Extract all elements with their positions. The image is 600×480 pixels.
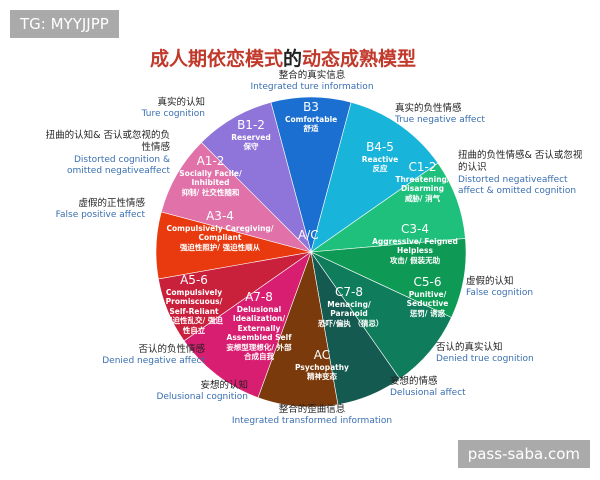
outer-label-zh: 否认的负性情感 (138, 344, 205, 355)
segment-code: AC (313, 348, 331, 362)
outer-label-en: Delusional cognition (156, 392, 248, 403)
segment-code: B3 (303, 100, 319, 114)
segment-en: Compulsively Promiscuous/ Self-Reliant (165, 288, 223, 316)
segment-b1-2 (200, 101, 312, 254)
segment-en: Punitive/ Seductive (406, 290, 449, 309)
segment-code: C1-2 (408, 160, 437, 174)
outer-label-zh: 妄想的情感 (390, 376, 438, 387)
segment-code: C3-4 (401, 222, 429, 236)
segment-en: Delusional Idealization/ Externally Asse… (226, 305, 292, 343)
outer-label-en: Distorted cognition & omitted negativeaf… (66, 154, 170, 177)
segment-zh: 惩罚/ 诱惑 (409, 308, 446, 318)
outer-label-en: True negative affect (395, 115, 485, 126)
outer-label-zh: 虚假的认知 (466, 276, 514, 287)
segment-code: B1-2 (237, 118, 265, 132)
segment-en: Aggressive/ Feigned Helpless (372, 237, 458, 256)
outer-label-zh: 虚假的正性情感 (78, 198, 145, 209)
segment-en: Socially Facile/ Inhibited (179, 169, 242, 188)
outer-label-en: False positive affect (55, 210, 145, 221)
segment-zh: 威胁/ 消气 (404, 193, 441, 203)
segment-zh: 保守 (243, 142, 259, 152)
outer-label-en: Delusional affect (390, 388, 466, 399)
segment-code: C7-8 (335, 285, 363, 299)
watermark-bottom-right: pass-saba.com (457, 440, 590, 468)
segment-zh: 攻击/ 假装无助 (389, 255, 441, 265)
segment-zh: 抑制/ 社交性随和 (181, 187, 240, 197)
outer-label-zh: 扭曲的负性情感& 否认或忽视的认识 (458, 150, 583, 174)
center-label: A/C (298, 228, 319, 242)
diagram-title: 成人期依恋模式的动态成熟模型 (150, 44, 416, 71)
outer-label-zh: 妄想的认知 (200, 380, 248, 391)
segment-zh: 恐吓/偏执 （猜忌） (318, 318, 384, 328)
segment-code: A1-2 (196, 154, 225, 168)
segment-zh: 反应 (372, 164, 388, 174)
watermark-top-left: TG: MYYJJPP (10, 10, 119, 38)
outer-label-en: Denied negative affect (102, 356, 205, 367)
segment-zh: 精神变态 (307, 372, 337, 382)
outer-label-en: False cognition (466, 288, 534, 299)
segment-zh: 强迫性乱交/ 强迫性自立 (165, 316, 223, 335)
outer-label-en: Ture cognition (141, 109, 205, 120)
outer-label-en: Integrated transformed information (231, 416, 393, 427)
segment-code: A7-8 (245, 290, 273, 304)
segment-en: Reactive (361, 155, 399, 164)
outer-label-en: Distorted negativeaffect affect & omitte… (458, 174, 577, 197)
segment-zh: 妄想型理想化/ 外部合成自我 (226, 342, 292, 361)
outer-label-zh: 真实的认知 (157, 97, 205, 108)
outer-label-zh: 真实的负性情感 (395, 103, 462, 114)
segment-b4-5 (310, 101, 439, 253)
outer-label-zh: 整合的真实信息 (278, 70, 346, 81)
title-part2: 的 (283, 48, 303, 70)
segment-code: C5-6 (413, 275, 442, 289)
segment-en: Menacing/ Paranoid (327, 300, 371, 319)
segment-en: Compulsively Caregiving/ Compliant (166, 224, 274, 243)
title-part3: 动态成熟模型 (302, 48, 417, 70)
segment-zh: 强迫性照护/ 强迫性顺从 (179, 242, 261, 252)
outer-label-zh: 否认的真实认知 (436, 342, 503, 353)
outer-label-en: Integrated ture information (250, 82, 374, 93)
outer-label-en: Denied true cognition (436, 354, 534, 365)
segment-en: Psychopathy (295, 363, 349, 372)
segment-code: A3-4 (206, 209, 234, 223)
segment-en: Reserved (231, 133, 271, 142)
outer-label-zh: 扭曲的认知& 否认或忽视的负性情感 (45, 130, 170, 154)
segment-zh: 舒适 (303, 124, 319, 134)
segment-en: Comfortable (285, 115, 338, 124)
segment-code: A5-6 (180, 273, 208, 287)
outer-label-zh: 整合的歪曲信息 (278, 404, 346, 415)
title-part1: 成人期依恋模式 (150, 48, 284, 70)
segment-a7-8 (183, 251, 312, 399)
segment-en: Threatening/ Disarming (395, 175, 450, 194)
segment-code: B4-5 (366, 140, 394, 154)
